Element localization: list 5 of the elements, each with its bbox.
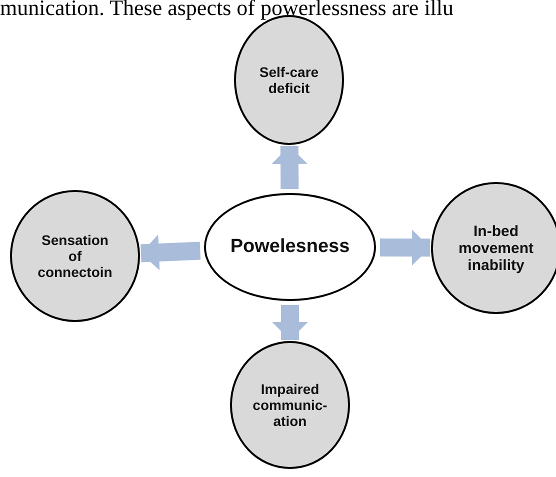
concept-label: Self-care deficit	[258, 64, 320, 96]
title-text: Powelesness	[229, 236, 351, 258]
concept-label: In-bed movement inability	[457, 222, 535, 274]
concept-label: Sensation of connectoin	[36, 232, 114, 280]
concept-label: Impaired communic-ation	[252, 381, 328, 429]
